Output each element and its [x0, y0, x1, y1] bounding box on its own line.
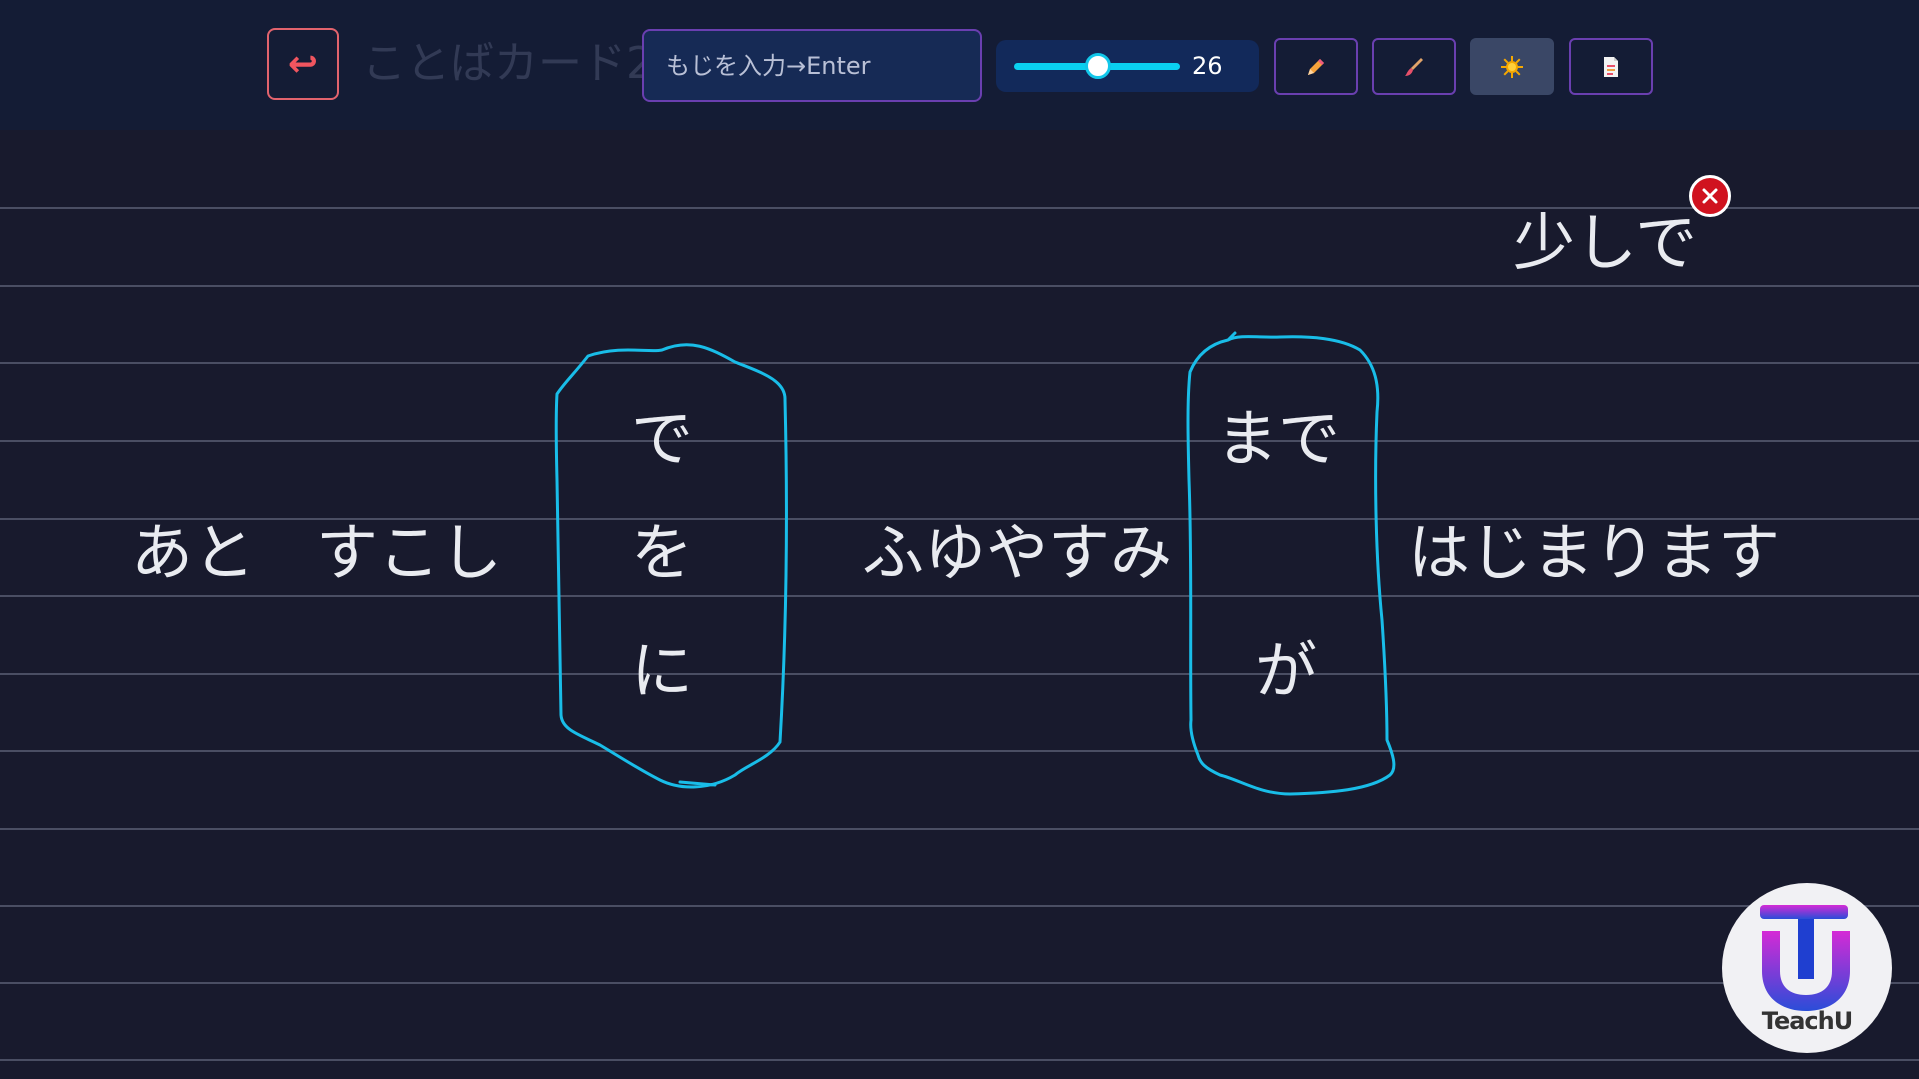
teachu-logo: TeachU: [1722, 883, 1892, 1053]
sun-icon: [1501, 55, 1523, 78]
ruled-line: [0, 362, 1919, 364]
word-card-wo[interactable]: を: [630, 516, 694, 589]
word-card-hajimarimasu[interactable]: はじまります: [1408, 516, 1781, 589]
word-card-fuyuyasumi[interactable]: ふゆやすみ: [862, 516, 1173, 589]
document-icon: [1604, 56, 1618, 77]
ruled-line: [0, 1059, 1919, 1061]
word-card-de[interactable]: で: [630, 402, 694, 475]
pencil-button[interactable]: [1274, 38, 1358, 95]
word-card-made[interactable]: まで: [1215, 402, 1341, 475]
ruled-line: [0, 673, 1919, 675]
word-card-sukoshide[interactable]: 少しで: [1513, 206, 1698, 279]
ruled-line: [0, 595, 1919, 597]
return-arrow-icon: ↩: [287, 43, 319, 85]
sun-button[interactable]: [1470, 38, 1554, 95]
document-button[interactable]: [1569, 38, 1653, 95]
toolbar: ↩ ことばカード2 26: [0, 0, 1919, 130]
slider-thumb[interactable]: [1085, 53, 1111, 79]
ruled-line: [0, 440, 1919, 442]
ruled-line: [0, 518, 1919, 520]
word-card-ga[interactable]: が: [1254, 634, 1318, 707]
close-icon: [1702, 188, 1718, 204]
teachu-logo-icon: [1760, 905, 1850, 1011]
ruled-line: [0, 982, 1919, 984]
brush-button[interactable]: [1372, 38, 1456, 95]
pencil-icon: [1308, 58, 1324, 75]
size-slider[interactable]: 26: [996, 40, 1259, 92]
size-value: 26: [1192, 52, 1223, 80]
ruled-line: [0, 285, 1919, 287]
word-card-ato[interactable]: あと: [131, 516, 256, 589]
ruled-line: [0, 207, 1919, 209]
ruled-line: [0, 905, 1919, 907]
writing-board[interactable]: [0, 130, 1919, 1079]
back-button[interactable]: ↩: [267, 28, 339, 100]
ruled-line: [0, 750, 1919, 752]
logo-text: TeachU: [1761, 1007, 1853, 1035]
delete-card-button[interactable]: [1689, 175, 1731, 217]
word-input[interactable]: [642, 29, 982, 102]
word-card-sukoshi[interactable]: すこし: [316, 516, 503, 589]
app-title: ことばカード2: [362, 38, 654, 89]
ruled-line: [0, 828, 1919, 830]
brush-icon: [1405, 57, 1423, 76]
word-card-ni[interactable]: に: [630, 634, 694, 707]
